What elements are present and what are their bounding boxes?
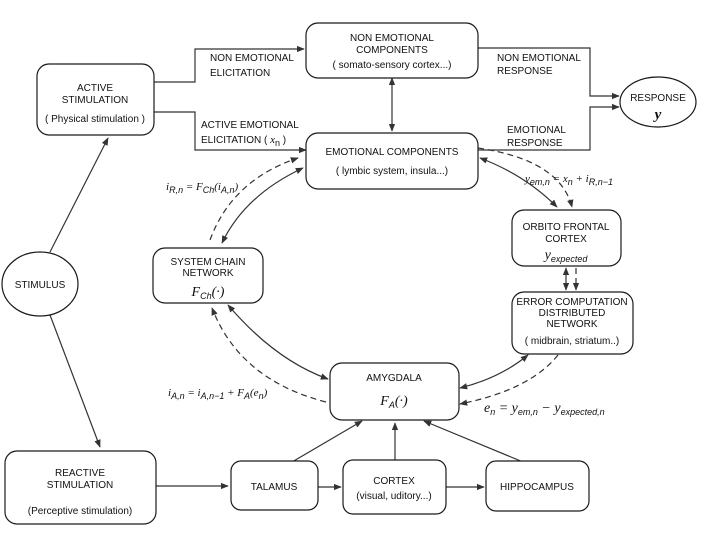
- active-stimulation-subtitle: ( Physical stimulation ): [45, 114, 145, 125]
- equation-e-n: en = yem,n − yexpected,n: [484, 401, 605, 417]
- edge-stimulus-to-active: [49, 137, 109, 253]
- hippocampus-title: HIPPOCAMPUS: [500, 482, 574, 493]
- amygdala-title: AMYGDALA: [366, 373, 422, 384]
- node-error-computation: ERROR COMPUTATION DISTRIBUTED NETWORK ( …: [511, 291, 634, 355]
- node-non-emotional-components: NON EMOTIONAL COMPONENTS ( somato-sensor…: [305, 22, 479, 79]
- equations: iR,n = FCh(iA,n) yem,n = xn + iR,n−1 iA,…: [166, 173, 613, 417]
- edge-talamus-to-amygdala: [291, 420, 363, 463]
- edge-error-amygdala-solid: [459, 354, 529, 390]
- node-orbito-frontal-cortex: ORBITO FRONTAL CORTEX yexpected: [511, 209, 622, 267]
- node-amygdala: AMYGDALA FA(·): [329, 362, 460, 421]
- edge-stimulus-to-reactive: [49, 314, 101, 448]
- emotional-subtitle: ( lymbic system, insula...): [336, 166, 448, 177]
- node-reactive-stimulation: REACTIVE STIMULATION (Perceptive stimula…: [4, 450, 157, 525]
- node-response: RESPONSE y: [619, 76, 697, 128]
- non-emotional-title: NON EMOTIONAL: [350, 33, 434, 44]
- non-emotional-title-2: COMPONENTS: [356, 45, 428, 56]
- system-chain-title-2: NETWORK: [182, 268, 233, 279]
- label-active-emotional-elicitation-2: ELICITATION ( xn ): [201, 134, 286, 148]
- node-talamus: TALAMUS: [230, 460, 319, 511]
- error-computation-title: ERROR COMPUTATION: [516, 297, 627, 308]
- label-emotional-response: EMOTIONAL: [507, 125, 566, 136]
- node-emotional-components: EMOTIONAL COMPONENTS ( lymbic system, in…: [305, 132, 479, 190]
- error-computation-subtitle: ( midbrain, striatum..): [525, 336, 619, 347]
- node-active-stimulation: ACTIVE STIMULATION ( Physical stimulatio…: [36, 63, 155, 136]
- emotional-title: EMOTIONAL COMPONENTS: [326, 147, 459, 158]
- stimulus-title: STIMULUS: [15, 280, 66, 291]
- orbito-frontal-title: ORBITO FRONTAL: [523, 222, 610, 233]
- response-symbol: y: [653, 107, 662, 123]
- node-stimulus: STIMULUS: [1, 251, 79, 317]
- reactive-stimulation-subtitle: (Perceptive stimulation): [28, 506, 132, 517]
- label-non-emotional-elicitation: NON EMOTIONAL: [210, 53, 294, 64]
- label-emotional-response-2: RESPONSE: [507, 138, 563, 149]
- equation-i-r: iR,n = FCh(iA,n): [166, 181, 239, 195]
- response-title: RESPONSE: [630, 93, 686, 104]
- label-non-emotional-response: NON EMOTIONAL: [497, 53, 581, 64]
- edge-labels: NON EMOTIONAL ELICITATION ACTIVE EMOTION…: [201, 53, 581, 149]
- active-stimulation-title: ACTIVE: [77, 83, 113, 94]
- edge-active-to-nonemotional: [154, 45, 305, 83]
- orbito-frontal-title-2: CORTEX: [545, 234, 587, 245]
- system-chain-formula: FCh(·): [191, 285, 225, 301]
- edge-error-amygdala-dashed: [459, 354, 559, 406]
- equation-i-a: iA,n = iA,n−1 + FA(en): [168, 387, 268, 401]
- system-chain-title: SYSTEM CHAIN: [170, 257, 245, 268]
- cortex-title: CORTEX: [373, 476, 415, 487]
- edge-systemchain-amygdala-solid: [227, 304, 329, 380]
- label-non-emotional-response-2: RESPONSE: [497, 66, 553, 77]
- edge-hippocampus-to-amygdala: [423, 420, 524, 463]
- amygdala-formula: FA(·): [379, 394, 408, 410]
- reactive-stimulation-title: REACTIVE: [55, 468, 105, 479]
- edge-nonemotional-to-response: [478, 47, 620, 100]
- reactive-stimulation-title-2: STIMULATION: [47, 480, 113, 491]
- edge-emotional-orbito-solid: [479, 157, 558, 208]
- node-system-chain-network: SYSTEM CHAIN NETWORK FCh(·): [152, 247, 264, 304]
- edge-emotional-systemchain-solid: [221, 167, 304, 244]
- talamus-title: TALAMUS: [251, 482, 298, 493]
- edge-active-to-emotional: [154, 111, 307, 154]
- error-computation-title-3: NETWORK: [546, 319, 597, 330]
- edge-systemchain-emotional-dashed: [209, 157, 299, 241]
- equation-y-em: yem,n = xn + iR,n−1: [524, 173, 613, 187]
- active-stimulation-title-2: STIMULATION: [62, 95, 128, 106]
- label-non-emotional-elicitation-2: ELICITATION: [210, 68, 270, 79]
- label-active-emotional-elicitation: ACTIVE EMOTIONAL: [201, 120, 299, 131]
- error-computation-title-2: DISTRIBUTED: [539, 308, 606, 319]
- node-hippocampus: HIPPOCAMPUS: [485, 460, 590, 512]
- non-emotional-subtitle: ( somato-sensory cortex...): [333, 60, 452, 71]
- cortex-subtitle: (visual, uditory...): [356, 491, 431, 502]
- connectors: [49, 45, 620, 491]
- edge-emotional-to-response: [478, 103, 620, 151]
- node-cortex: CORTEX (visual, uditory...): [342, 459, 447, 515]
